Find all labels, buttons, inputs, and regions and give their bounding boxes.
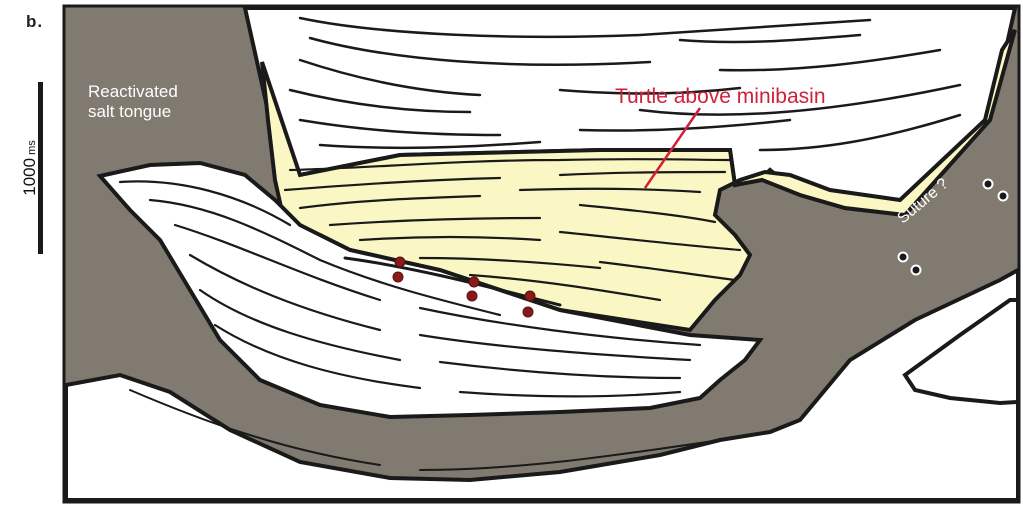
suture-marker	[999, 192, 1008, 201]
salt-tongue-label: Reactivated salt tongue	[88, 82, 178, 122]
scale-label: 1000 ms	[20, 140, 40, 196]
onlap-marker	[395, 257, 405, 267]
onlap-marker	[523, 307, 533, 317]
turtle-label: Turtle above minibasin	[615, 85, 826, 109]
scale-unit: ms	[26, 140, 38, 155]
onlap-marker	[469, 277, 479, 287]
suture-marker	[912, 266, 921, 275]
scale-value: 1000	[20, 158, 39, 196]
salt-tongue-label-line2: salt tongue	[88, 102, 178, 122]
onlap-marker	[393, 272, 403, 282]
onlap-marker	[467, 291, 477, 301]
suture-marker	[984, 180, 993, 189]
panel-label: b.	[26, 12, 43, 32]
suture-marker	[899, 253, 908, 262]
onlap-marker	[525, 291, 535, 301]
salt-tongue-label-line1: Reactivated	[88, 82, 178, 102]
